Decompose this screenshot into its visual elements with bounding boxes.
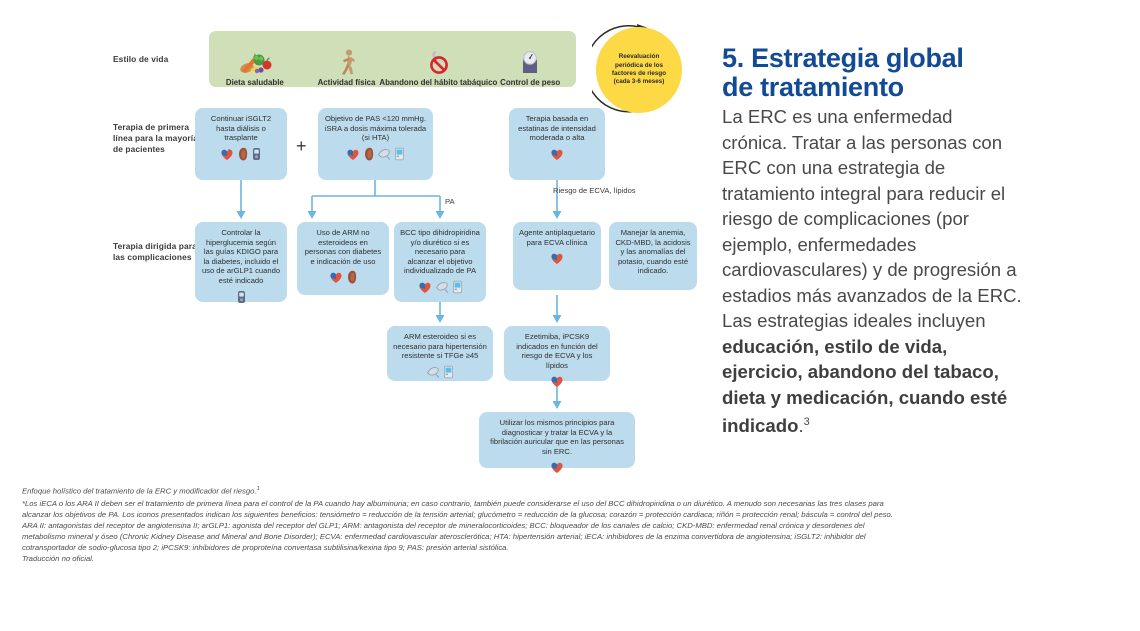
box-continue-isglt2-icons bbox=[220, 147, 262, 161]
kidney-icon bbox=[348, 271, 357, 284]
box-antiplatelet-agent[interactable]: Agente antiplaquetario para ECVA clínica bbox=[513, 222, 601, 290]
box-ezetimibe-pcsk9[interactable]: Ezetimiba, iPCSK9 indicados en función d… bbox=[504, 326, 610, 388]
page-body: La ERC es una enfermedad crónica. Tratar… bbox=[722, 104, 1022, 439]
lifestyle-label-diet: Dieta saludable bbox=[225, 78, 284, 87]
kidney-icon bbox=[239, 147, 248, 161]
box-ezetimibe-pcsk9-text: Ezetimiba, iPCSK9 indicados en función d… bbox=[516, 332, 598, 370]
treatment-flow-diagram: Estilo de vida Terapia de primera línea … bbox=[0, 0, 715, 480]
box-dihydropyridine-ccb[interactable]: BCC tipo dihidropiridina y/o diurético s… bbox=[394, 222, 486, 302]
box-statin-therapy[interactable]: Terapia basada en estatinas de intensida… bbox=[509, 108, 605, 180]
box-dihydropyridine-ccb-text: BCC tipo dihidropiridina y/o diurético s… bbox=[400, 228, 480, 276]
box-ezetimibe-pcsk9-icons bbox=[550, 374, 564, 388]
connector-label-pa: PA bbox=[445, 197, 455, 206]
footnote-line: Traducción no oficial. bbox=[22, 554, 95, 564]
page-body-bold: educación, estilo de vida, ejercicio, ab… bbox=[722, 335, 1008, 437]
lifestyle-items: Dieta saludable Actividad física bbox=[209, 31, 576, 87]
box-dihydropyridine-ccb-icons bbox=[418, 280, 463, 294]
box-antiplatelet-agent-text: Agente antiplaquetario para ECVA clínica bbox=[519, 228, 595, 247]
lifestyle-item-activity: Actividad física bbox=[301, 45, 393, 87]
box-continue-isglt2-text: Continuar iSGLT2 hasta diálisis o traspl… bbox=[210, 114, 272, 143]
row-label-first-line-therapy: Terapia de primera línea para la mayoría… bbox=[113, 122, 198, 154]
heart-icon bbox=[551, 463, 563, 474]
box-nonsteroidal-mra[interactable]: Uso de ARM no esteroideos en personas co… bbox=[297, 222, 389, 295]
box-hyperglycemia-control-text: Controlar la hiperglucemia según las guí… bbox=[201, 228, 281, 285]
glucometer-icon bbox=[253, 147, 260, 160]
box-antiplatelet-agent-icons bbox=[550, 251, 564, 265]
lifestyle-label-smoking: Abandono del hábito tabáquico bbox=[379, 78, 498, 87]
box-steroidal-mra[interactable]: ARM esteroideo si es necesario para hipe… bbox=[387, 326, 493, 381]
box-nonsteroidal-mra-text: Uso de ARM no esteroideos en personas co… bbox=[304, 228, 382, 266]
running-person-icon bbox=[337, 45, 357, 75]
lifestyle-band bbox=[209, 31, 576, 87]
box-afib-ascvd-principles[interactable]: Utilizar los mismos principios para diag… bbox=[479, 412, 635, 474]
footnote-line: *Los iECA o los ARA II deben ser el trat… bbox=[22, 498, 884, 508]
heart-icon bbox=[551, 149, 563, 160]
connector-label-ecva-lipidos: Riesgo de ECVA, lípidos bbox=[553, 186, 636, 195]
footnote-line: alcanzar los objetivos de PA. Los iconos… bbox=[22, 509, 893, 519]
weight-scale-icon bbox=[519, 45, 541, 75]
lifestyle-label-weight: Control de peso bbox=[500, 78, 561, 87]
footnote-title: Enfoque holístico del tratamiento de la … bbox=[22, 484, 1126, 497]
heart-icon bbox=[551, 377, 563, 388]
box-hyperglycemia-control-icons bbox=[236, 290, 247, 304]
box-statin-therapy-text: Terapia basada en estatinas de intensida… bbox=[518, 114, 596, 143]
box-nonsteroidal-mra-icons bbox=[329, 270, 357, 284]
footnotes: Enfoque holístico del tratamiento de la … bbox=[22, 484, 1126, 564]
periodic-reassessment-badge: Reevaluación periódica de los factores d… bbox=[596, 27, 682, 113]
healthy-food-icon bbox=[238, 45, 272, 75]
box-hyperglycemia-control[interactable]: Controlar la hiperglucemia según las guí… bbox=[195, 222, 287, 304]
footnote-title-text: Enfoque holístico del tratamiento de la … bbox=[22, 486, 257, 496]
lifestyle-label-activity: Actividad física bbox=[317, 78, 376, 87]
lifestyle-item-smoking: Abandono del hábito tabáquico bbox=[379, 45, 497, 87]
lifestyle-item-diet: Dieta saludable bbox=[209, 45, 301, 87]
box-anemia-management-text: Manejar la anemia, CKD-MBD, la acidosis … bbox=[615, 228, 691, 276]
bp-cuff-icon bbox=[435, 282, 448, 293]
heart-icon bbox=[418, 282, 431, 293]
no-smoking-icon bbox=[425, 45, 451, 75]
box-afib-ascvd-principles-text: Utilizar los mismos principios para diag… bbox=[490, 418, 624, 456]
row-label-complication-therapy: Terapia dirigida para las complicaciones bbox=[113, 241, 197, 262]
page-title: 5. Estrategia global de tratamiento bbox=[722, 44, 1022, 102]
bp-cuff-icon bbox=[427, 366, 440, 378]
heart-icon bbox=[221, 148, 233, 160]
heart-icon bbox=[347, 149, 359, 160]
box-steroidal-mra-icons bbox=[426, 365, 454, 379]
row-label-lifestyle: Estilo de vida bbox=[113, 54, 169, 64]
box-bp-target-text: Objetivo de PAS <120 mmHg. iSRA a dosis … bbox=[324, 114, 427, 143]
lifestyle-item-weight: Control de peso bbox=[484, 45, 576, 87]
right-text-panel: 5. Estrategia global de tratamiento La E… bbox=[722, 44, 1022, 439]
box-continue-isglt2[interactable]: Continuar iSGLT2 hasta diálisis o traspl… bbox=[195, 108, 287, 180]
page-body-tail: . bbox=[798, 415, 804, 437]
glucometer-icon bbox=[237, 290, 245, 303]
box-statin-therapy-icons bbox=[550, 147, 564, 161]
plus-symbol: + bbox=[296, 136, 307, 156]
page-body-reference: 3 bbox=[803, 416, 810, 428]
box-bp-target-icons bbox=[346, 147, 405, 161]
box-steroidal-mra-text: ARM esteroideo si es necesario para hipe… bbox=[393, 332, 487, 361]
footnote-line: cotransportador de sodio-glucosa tipo 2;… bbox=[22, 543, 509, 553]
page-title-line2: de tratamiento bbox=[722, 72, 904, 102]
box-bp-target[interactable]: Objetivo de PAS <120 mmHg. iSRA a dosis … bbox=[318, 108, 433, 180]
bp-monitor-icon bbox=[394, 147, 404, 160]
bp-monitor-icon bbox=[443, 365, 453, 378]
footnote-title-ref: 1 bbox=[256, 486, 260, 492]
page-title-line1: 5. Estrategia global bbox=[722, 43, 964, 73]
bp-cuff-icon bbox=[378, 148, 391, 160]
box-afib-ascvd-principles-icons bbox=[550, 460, 564, 474]
kidney-icon bbox=[365, 147, 374, 161]
footnote-line: ARA II: antagonistas del receptor de ang… bbox=[22, 520, 865, 530]
heart-icon bbox=[330, 273, 342, 284]
bp-monitor-icon bbox=[452, 280, 462, 294]
footnote-line: metabolismo mineral y óseo (Chronic Kidn… bbox=[22, 531, 866, 541]
heart-icon bbox=[551, 253, 563, 265]
box-anemia-management[interactable]: Manejar la anemia, CKD-MBD, la acidosis … bbox=[609, 222, 697, 290]
page-body-plain: La ERC es una enfermedad crónica. Tratar… bbox=[722, 106, 1022, 331]
